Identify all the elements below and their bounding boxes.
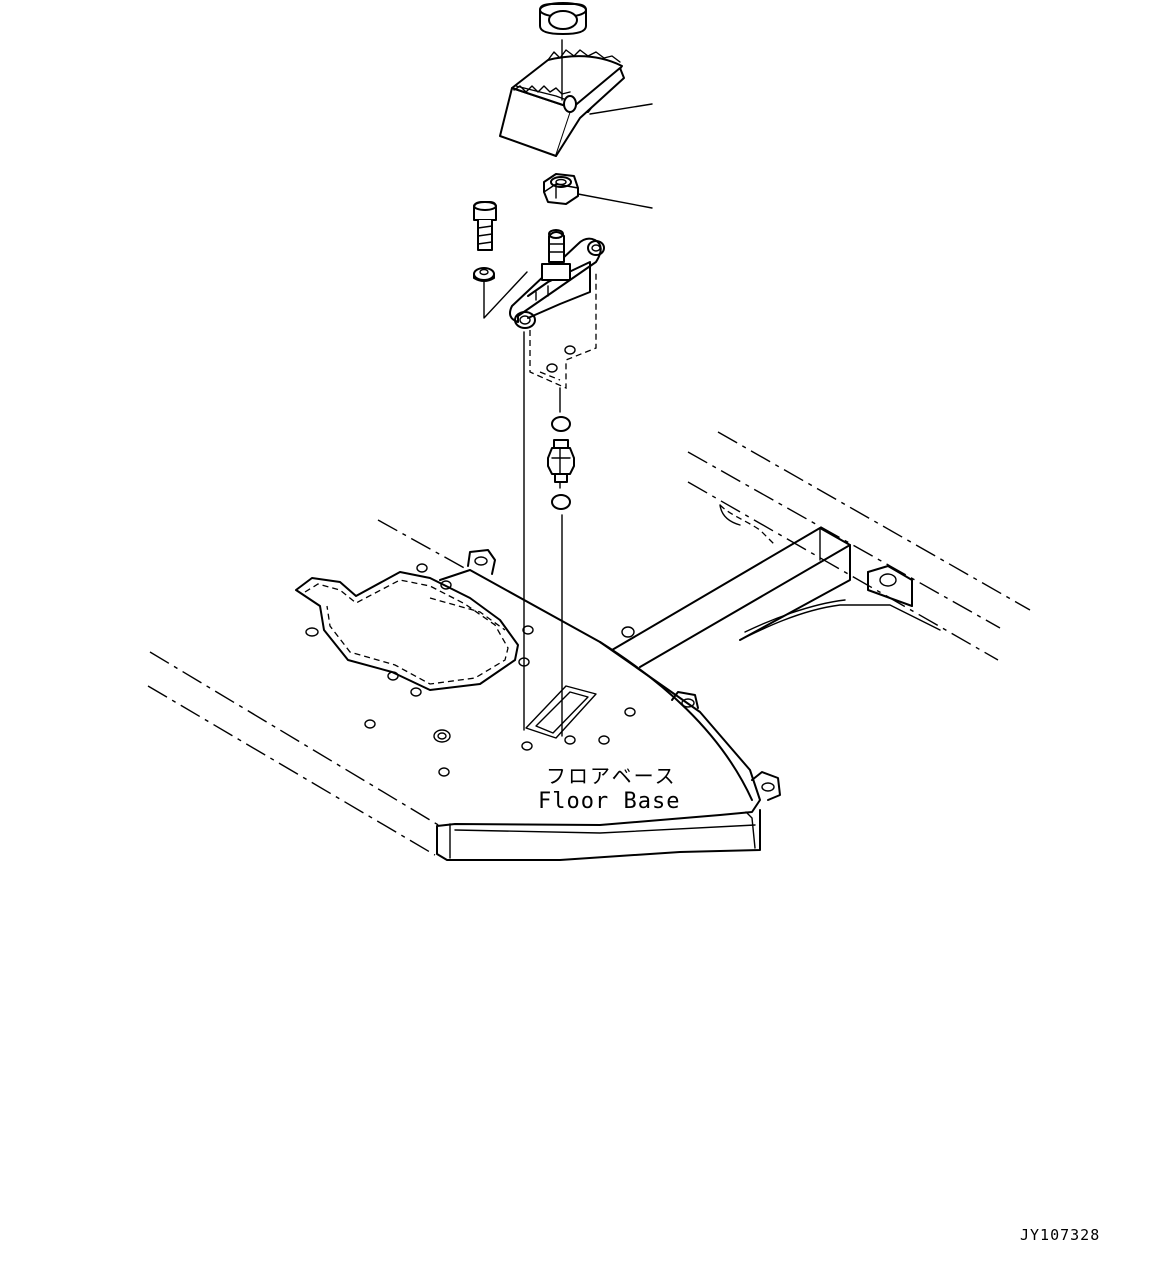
figure-id: JY107328 [1020, 1226, 1100, 1244]
fitting [547, 439, 575, 483]
nut [543, 173, 653, 209]
cover [499, 39, 653, 157]
o-ring-lower [551, 494, 571, 510]
valve-bracket [509, 229, 605, 390]
floor-base-plate [295, 549, 781, 861]
bolt [473, 201, 497, 251]
rubber-stopper [539, 2, 587, 35]
floor-base-label-en: Floor Base [538, 789, 680, 814]
washer [473, 267, 495, 282]
assembly-lines [483, 271, 563, 737]
floor-base-label-jp: フロアベース [546, 764, 677, 788]
cross-member [611, 504, 941, 668]
o-ring-upper [551, 416, 571, 432]
